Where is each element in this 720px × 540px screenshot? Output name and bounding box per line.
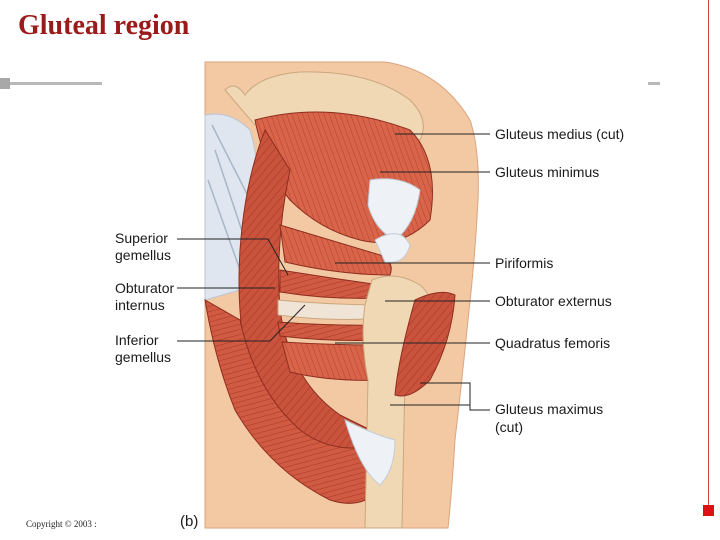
label-obturator-internus-line1: Obturator <box>115 280 174 296</box>
label-gluteus-minimus: Gluteus minimus <box>495 164 599 180</box>
header-rule-right <box>648 82 660 85</box>
label-piriformis: Piriformis <box>495 255 553 271</box>
page-title: Gluteal region <box>18 10 190 41</box>
label-superior-gemellus-line1: Superior <box>115 230 168 246</box>
label-obturator-externus: Obturator externus <box>495 293 612 309</box>
label-gluteus-maximus-cut: (cut) <box>495 419 523 435</box>
label-obturator-internus-line2: internus <box>115 297 165 313</box>
gluteus-minimus-tendon <box>367 178 421 241</box>
obturator-externus-muscle <box>394 291 456 397</box>
panel-letter: (b) <box>180 513 199 530</box>
slide-edge-line <box>708 0 709 505</box>
header-rule-cap <box>0 78 10 89</box>
label-gluteus-medius: Gluteus medius (cut) <box>495 126 624 142</box>
header-rule-left <box>10 82 102 85</box>
leader-lines-left <box>177 238 306 342</box>
label-inferior-gemellus-line2: gemellus <box>115 349 171 365</box>
label-superior-gemellus-line2: gemellus <box>115 247 171 263</box>
label-quadratus-femoris: Quadratus femoris <box>495 335 610 351</box>
gluteus-maximus-tendon <box>344 419 396 486</box>
leader-lines-right <box>335 133 490 411</box>
corner-marker <box>703 505 714 516</box>
label-gluteus-maximus: Gluteus maximus <box>495 401 603 417</box>
gemellus-obturator-muscles <box>277 269 387 341</box>
copyright-notice: Copyright © 2003 : <box>26 519 97 529</box>
label-inferior-gemellus-line1: Inferior <box>115 332 159 348</box>
